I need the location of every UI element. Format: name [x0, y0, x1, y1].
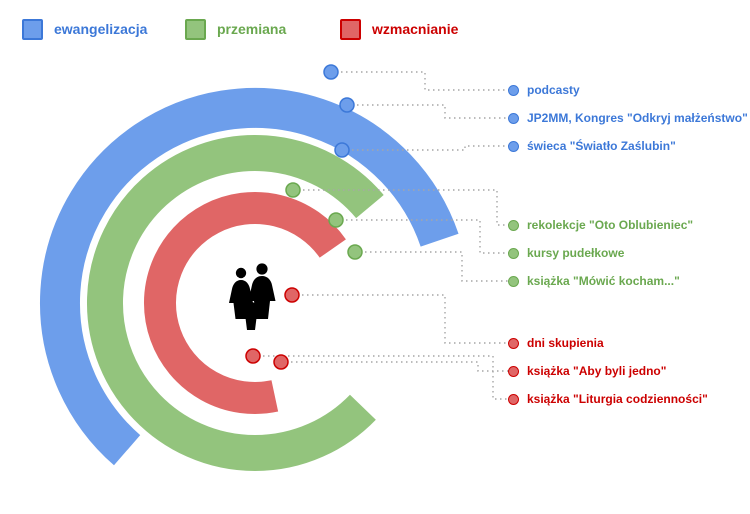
item-dot — [508, 247, 519, 259]
item-dot — [508, 84, 519, 96]
arc-dot — [245, 348, 261, 364]
item-row: świeca "Światło Zaślubin" — [508, 137, 676, 155]
item-text: książka "Liturgia codzienności" — [527, 392, 708, 406]
item-row: podcasty — [508, 81, 580, 99]
item-text: kursy pudełkowe — [527, 246, 625, 260]
connector-line — [253, 355, 509, 400]
arc-ewangelizacja — [40, 88, 459, 466]
connector-line — [342, 145, 509, 151]
item-text: książka "Mówić kocham..." — [527, 274, 680, 288]
item-row: książka "Liturgia codzienności" — [508, 390, 708, 408]
legend-item-ewangelizacja: ewangelizacja — [22, 17, 147, 41]
arc-dot — [323, 64, 339, 80]
legend-swatch-green — [185, 18, 206, 40]
item-dot — [508, 365, 519, 377]
legend-label: ewangelizacja — [54, 21, 148, 37]
item-text: książka "Aby byli jedno" — [527, 364, 667, 378]
legend-label: wzmacnianie — [372, 21, 459, 37]
arc-przemiana — [86, 135, 384, 471]
item-row: JP2MM, Kongres "Odkryj małżeństwo" — [508, 109, 748, 127]
arc-wzmacnianie — [143, 192, 346, 414]
item-dot — [508, 275, 519, 287]
item-row: kursy pudełkowe — [508, 244, 624, 262]
item-dot — [508, 140, 519, 152]
connector-line — [347, 104, 509, 119]
item-text: podcasty — [527, 83, 580, 97]
connector-line — [281, 361, 509, 372]
arc-dot — [339, 97, 355, 113]
connector-line — [293, 189, 509, 226]
item-text: JP2MM, Kongres "Odkryj małżeństwo" — [527, 111, 748, 125]
arc-dot — [285, 182, 301, 198]
legend-item-przemiana: przemiana — [185, 17, 286, 41]
arc-dot — [334, 142, 350, 158]
legend-swatch-red — [340, 18, 361, 40]
item-dot — [508, 112, 519, 124]
item-dot — [508, 393, 519, 405]
item-text: świeca "Światło Zaślubin" — [527, 139, 676, 153]
item-row: dni skupienia — [508, 334, 604, 352]
item-dot — [508, 219, 519, 231]
arc-dot — [273, 354, 289, 370]
item-row: książka "Mówić kocham..." — [508, 272, 680, 290]
item-row: książka "Aby byli jedno" — [508, 362, 666, 380]
item-dot — [508, 337, 519, 349]
legend-swatch-blue — [22, 18, 43, 40]
item-row: rekolekcje "Oto Oblubieniec" — [508, 216, 693, 234]
item-text: rekolekcje "Oto Oblubieniec" — [527, 218, 694, 232]
arc-dot — [284, 287, 300, 303]
connector-line — [331, 71, 509, 91]
connector-line — [336, 219, 509, 254]
connector-line — [292, 294, 509, 344]
arc-dot — [347, 244, 363, 260]
legend-item-wzmacnianie: wzmacnianie — [340, 17, 458, 41]
arc-dot — [328, 212, 344, 228]
legend-label: przemiana — [217, 21, 287, 37]
item-text: dni skupienia — [527, 336, 604, 350]
family-icon — [229, 263, 276, 330]
connector-line — [355, 251, 509, 282]
